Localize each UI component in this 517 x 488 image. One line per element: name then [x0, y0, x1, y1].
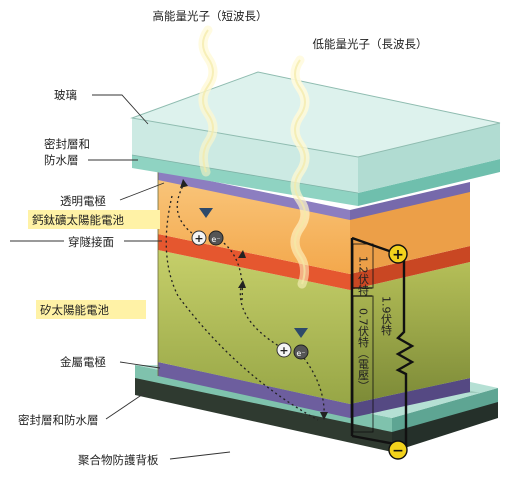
svg-text:+: + [279, 344, 288, 357]
hole-path-top [176, 183, 197, 237]
positive-terminal: + [388, 244, 408, 264]
svg-text:鈣鈦礦太陽能電池: 鈣鈦礦太陽能電池 [32, 213, 124, 227]
transparent-electrode-side [350, 182, 470, 220]
voltage-top-label: 1.2伏特 [357, 256, 370, 296]
hole-path-bottom-arrow [238, 280, 246, 288]
backsheet-callout: 聚合物防護背板 [78, 451, 231, 467]
metal-electrode-side [350, 378, 470, 418]
perovskite-cell-front [158, 178, 350, 274]
svg-text:防水層: 防水層 [44, 153, 79, 167]
perovskite-cell-callout: 鈣鈦礦太陽能電池 [28, 210, 160, 229]
backsheet-side [392, 396, 498, 452]
low-energy-arrowhead [294, 328, 308, 338]
glass-edge [131, 154, 359, 194]
low-energy-photon-label: 低能量光子（長波長） [313, 37, 428, 51]
high-energy-photon-label: 高能量光子（短波長） [153, 9, 268, 23]
svg-text:+: + [194, 232, 203, 245]
svg-text:密封層和防水層: 密封層和防水層 [18, 413, 99, 427]
svg-text:密封層和: 密封層和 [44, 137, 90, 151]
seal-top-side [358, 159, 500, 206]
svg-text:聚合物防護背板: 聚合物防護背板 [78, 453, 159, 467]
tunnel-junction-side [350, 246, 470, 290]
metal-electrode-callout: 金屬電極 [60, 355, 161, 369]
high-energy-arrowhead [199, 208, 213, 218]
voltage-bracket-top [352, 243, 374, 289]
seal-top-callout: 密封層和 防水層 [44, 137, 138, 167]
svg-text:+: + [392, 247, 404, 263]
hole-carrier-top: + [191, 230, 207, 246]
transparent-electrode-callout: 透明電極 [60, 182, 165, 208]
seal-top-front [132, 155, 358, 206]
electron-carrier-top: e⁻ [208, 230, 224, 246]
electron-path-top [219, 239, 243, 301]
voltage-total-label: 1.9伏特 [380, 296, 393, 336]
glass-callout: 玻璃 [54, 88, 149, 125]
svg-text:e⁻: e⁻ [296, 349, 305, 358]
seal-bottom-side [392, 388, 498, 432]
electron-path-bottom [303, 357, 325, 419]
glass-top [130, 71, 501, 158]
svg-text:透明電極: 透明電極 [60, 194, 106, 208]
silicon-cell-callout: 矽太陽能電池 [36, 300, 146, 319]
svg-text:穿隧接面: 穿隧接面 [68, 235, 114, 249]
hole-carrier-bottom: + [276, 342, 292, 358]
tunnel-junction-callout: 穿隧接面 [10, 235, 162, 249]
voltage-bracket-mid [352, 295, 374, 433]
silicon-cell-side [350, 262, 470, 404]
backsheet-front [135, 372, 392, 452]
electron-carrier-bottom: e⁻ [293, 344, 309, 360]
negative-terminal: − [388, 440, 408, 460]
seal-bottom-callout: 密封層和防水層 [18, 391, 147, 427]
low-energy-photon-beam-core [294, 59, 306, 285]
svg-text:矽太陽能電池: 矽太陽能電池 [40, 303, 109, 317]
svg-text:玻璃: 玻璃 [54, 88, 77, 102]
svg-text:金屬電極: 金屬電極 [60, 355, 106, 369]
electron-path-bottom-arrow [320, 412, 328, 420]
glass-side [358, 123, 500, 193]
electron-path-top-arrow [238, 250, 246, 258]
metal-electrode-front [158, 362, 350, 418]
electron-path-left [165, 195, 319, 421]
hole-path-top-arrow [180, 179, 188, 188]
hole-path-bottom [239, 281, 283, 349]
high-energy-photon-beam-core [202, 29, 214, 173]
svg-text:e⁻: e⁻ [211, 235, 220, 244]
voltage-mid-label: 0.7伏特（電壓） [357, 308, 370, 392]
svg-text:−: − [392, 443, 404, 459]
